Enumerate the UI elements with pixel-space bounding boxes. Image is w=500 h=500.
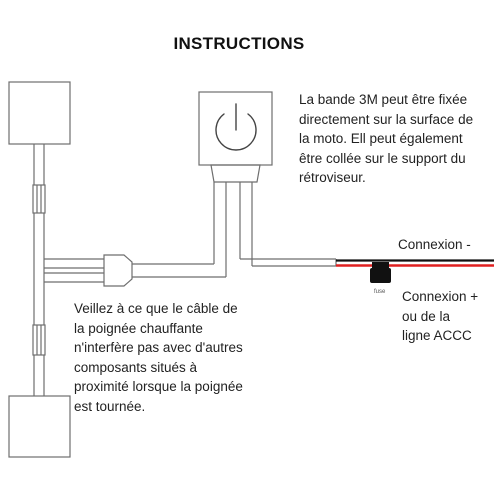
fuse-label: fuse — [374, 289, 386, 295]
heated-grip-bottom — [8, 395, 71, 458]
negative-connection-label: Connexion - — [398, 237, 471, 252]
page-title: INSTRUCTIONS — [173, 34, 305, 53]
positive-connection-label: Connexion + ou de la ligne ACCC — [402, 289, 479, 343]
cable-top-grip — [32, 144, 46, 259]
y-splitter — [103, 254, 133, 287]
switch-connector — [210, 164, 261, 183]
cable-to-switch — [132, 182, 227, 278]
power-icon — [215, 103, 257, 151]
cable-warning: Veillez à ce que le câble de la poignée … — [74, 301, 243, 414]
mounting-instruction: La bande 3M peut être fixée directement … — [299, 92, 474, 185]
fuse-holder — [370, 262, 391, 283]
cable-bottom-grip — [32, 282, 46, 396]
cable-junction — [33, 258, 104, 283]
heated-grip-top — [8, 81, 71, 145]
cable-to-battery — [239, 182, 337, 267]
